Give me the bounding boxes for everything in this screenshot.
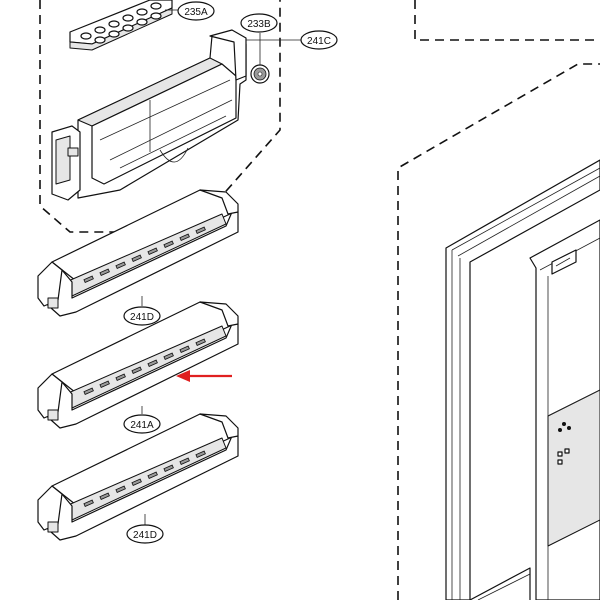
callout-241a: 241A: [123, 414, 161, 434]
dispenser-assembly-part: [51, 29, 247, 201]
dispenser-buttons: [557, 422, 571, 465]
refrigerator-door: [445, 159, 600, 600]
right-group-frame: [397, 63, 600, 600]
callout-241c: 241C: [300, 30, 338, 50]
fan-icon: [250, 64, 270, 84]
callout-label-235a: 235A: [184, 7, 208, 18]
indicator-arrow-icon: [176, 370, 232, 382]
callout-label-233b: 233B: [247, 19, 271, 30]
callout-241d-bottom: 241D: [126, 524, 164, 544]
callout-233b: 233B: [240, 13, 278, 33]
callout-label-241a: 241A: [130, 420, 154, 431]
callout-label-241d-bottom: 241D: [133, 530, 157, 541]
callout-label-241d-top: 241D: [130, 312, 154, 323]
callout-label-241c: 241C: [307, 36, 331, 47]
top-right-group-frame: [414, 0, 600, 41]
egg-tray-part: [69, 0, 173, 51]
callout-241d-top: 241D: [123, 306, 161, 326]
callout-235a: 235A: [177, 1, 215, 21]
door-bin-241d-top: [37, 189, 239, 317]
